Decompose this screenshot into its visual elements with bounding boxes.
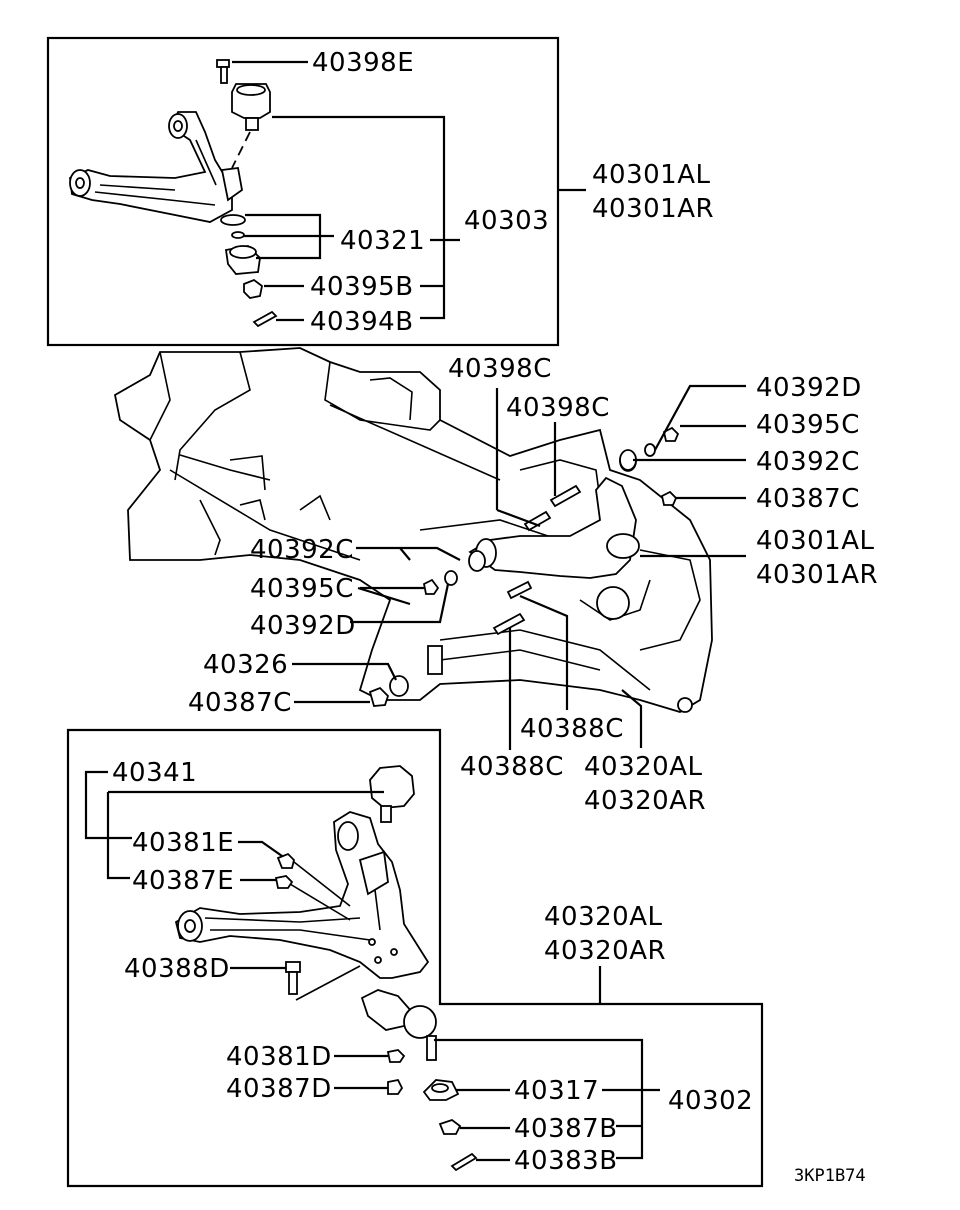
upper-arm-drawing bbox=[69, 111, 243, 223]
label-40387C-right: 40387C bbox=[756, 484, 860, 514]
label-40301AR-upper: 40301AR bbox=[592, 194, 714, 224]
bolt-40388D-icon bbox=[285, 961, 301, 995]
label-40320AL-middle: 40320AL bbox=[584, 752, 702, 782]
label-40395B: 40395B bbox=[310, 272, 414, 302]
bolt-40398C-b-icon bbox=[549, 484, 582, 508]
cotter-pin-40383B-icon bbox=[450, 1152, 478, 1172]
label-40392C-left: 40392C bbox=[250, 535, 354, 565]
dust-boot-40317-icon bbox=[422, 1079, 460, 1101]
label-40381D: 40381D bbox=[226, 1042, 332, 1072]
label-40303: 40303 bbox=[464, 206, 549, 236]
nut-40387D-icon bbox=[387, 1078, 404, 1095]
label-40326: 40326 bbox=[203, 650, 288, 680]
label-40320AR-middle: 40320AR bbox=[584, 786, 706, 816]
label-40387C-left: 40387C bbox=[188, 688, 292, 718]
nut-40387C-left-icon bbox=[368, 686, 390, 707]
label-40387D: 40387D bbox=[226, 1074, 332, 1104]
lower-arm-box bbox=[66, 728, 764, 1188]
nut-40395C-left-icon bbox=[422, 578, 440, 595]
label-40320AL-lower: 40320AL bbox=[544, 902, 662, 932]
label-40392D-left: 40392D bbox=[250, 611, 356, 641]
frame-crossmember-drawing bbox=[113, 347, 713, 713]
ball-joint-upper-icon bbox=[231, 83, 271, 169]
nut-40387C-right-icon bbox=[660, 490, 678, 506]
nut-40395C-right-icon bbox=[662, 426, 680, 442]
label-40388C-b: 40388C bbox=[460, 752, 564, 782]
bolt-40388C-b-icon bbox=[506, 580, 533, 600]
label-40381E: 40381E bbox=[132, 828, 234, 858]
label-40398C-a: 40398C bbox=[448, 354, 552, 384]
washer-40326-icon bbox=[389, 675, 409, 697]
lower-arm-group: 40341 40381E 40387E 40388D 40381D 40387D… bbox=[66, 728, 764, 1188]
label-40395C-left: 40395C bbox=[250, 574, 354, 604]
diagram-code: 3KP1B74 bbox=[794, 1166, 866, 1186]
label-40383B: 40383B bbox=[514, 1146, 618, 1176]
label-40394B: 40394B bbox=[310, 307, 414, 337]
nut-40381E-icon bbox=[276, 852, 295, 869]
dust-boot-set-icon bbox=[220, 214, 261, 275]
cotter-pin-40394B-icon bbox=[252, 310, 278, 328]
label-40320AR-lower: 40320AR bbox=[544, 936, 666, 966]
nut-40387B-icon bbox=[438, 1118, 462, 1135]
label-40388C-a: 40388C bbox=[520, 714, 624, 744]
label-40321: 40321 bbox=[340, 226, 425, 256]
label-40301AL-upper: 40301AL bbox=[592, 160, 710, 190]
washer-40392D-left-icon bbox=[444, 570, 458, 586]
label-40388D: 40388D bbox=[124, 954, 230, 984]
label-40392C-right: 40392C bbox=[756, 447, 860, 477]
label-40398E: 40398E bbox=[312, 48, 414, 78]
label-40387B: 40387B bbox=[514, 1114, 618, 1144]
ball-joint-lower-icon bbox=[369, 765, 415, 823]
lower-arm-drawing bbox=[174, 811, 437, 1061]
nut-40395B-icon bbox=[243, 278, 263, 299]
nut-40381D-icon bbox=[386, 1049, 406, 1063]
label-40317: 40317 bbox=[514, 1076, 599, 1106]
label-40301AR-middle: 40301AR bbox=[756, 560, 878, 590]
label-40398C-b: 40398C bbox=[506, 393, 610, 423]
bolt-40388C-icon bbox=[492, 612, 526, 636]
label-40387E: 40387E bbox=[132, 866, 234, 896]
washer-40392D-right-icon bbox=[644, 443, 656, 457]
bolt-40398C-a-icon bbox=[523, 510, 552, 532]
washer-40392C-left-icon bbox=[468, 550, 486, 572]
nut-40387E-icon bbox=[274, 875, 294, 889]
bolt-40398E-icon bbox=[216, 59, 230, 84]
upper-arm-group: 40398E 40321 40303 40395B 40394B 40301AL… bbox=[46, 36, 714, 347]
label-40392D-right: 40392D bbox=[756, 373, 862, 403]
label-40341: 40341 bbox=[112, 758, 197, 788]
label-40301AL-middle: 40301AL bbox=[756, 526, 874, 556]
upper-arm-box bbox=[46, 36, 560, 347]
frame-group: 40398C 40398C 40392D 40395C 40392C 40387… bbox=[113, 347, 878, 816]
label-40302: 40302 bbox=[668, 1086, 753, 1116]
label-40395C-right: 40395C bbox=[756, 410, 860, 440]
